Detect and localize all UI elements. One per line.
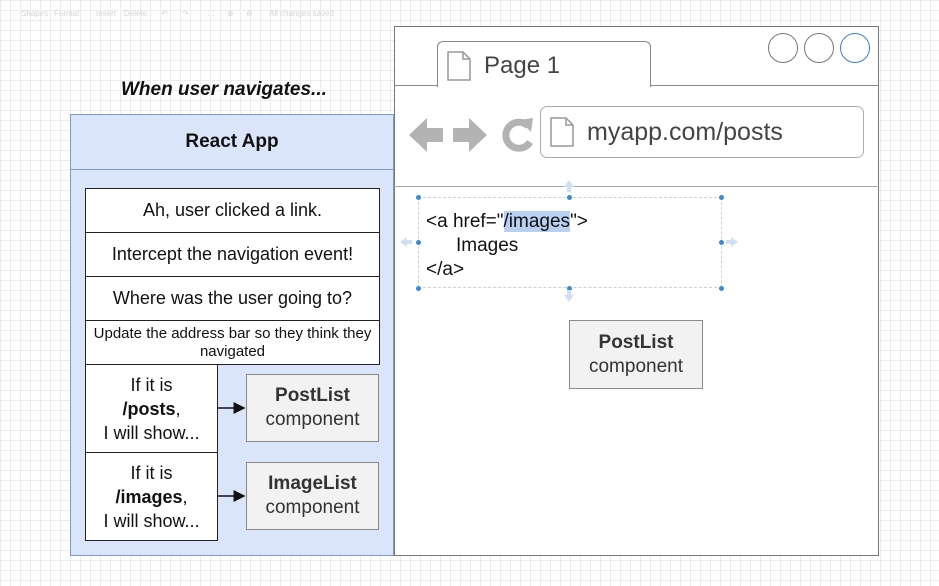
save-status: All changes saved — [269, 9, 334, 18]
toolbar-delete[interactable]: Delete — [124, 9, 148, 18]
route-path: /images — [115, 486, 183, 507]
resize-handle[interactable] — [567, 286, 572, 291]
fit-icon[interactable]: ⛶ — [208, 9, 214, 18]
window-circle[interactable] — [768, 33, 798, 63]
toolbar-shapes[interactable]: Shapes — [21, 9, 49, 18]
code-line-open: <a href="/images"> — [426, 210, 588, 234]
step-box: Ah, user clicked a link. — [85, 188, 380, 233]
code-text: "> — [570, 211, 588, 232]
forward-arrow-icon[interactable] — [453, 118, 487, 152]
route-condition-images: If it is /images, I will show... — [85, 452, 218, 541]
address-text: myapp.com/posts — [587, 118, 783, 146]
connection-arrows — [400, 180, 738, 302]
page-icon — [550, 117, 574, 147]
resize-handle[interactable] — [416, 240, 421, 245]
resize-handle[interactable] — [416, 286, 421, 291]
route-condition-line: I will show... — [103, 422, 200, 443]
address-bar[interactable]: myapp.com/posts — [540, 106, 864, 158]
component-title: PostList — [598, 331, 674, 353]
rendered-postlist-component: PostList component — [569, 320, 703, 389]
tab-title: Page 1 — [484, 52, 561, 79]
resize-handle[interactable] — [416, 195, 421, 200]
route-condition-line: If it is — [130, 374, 173, 395]
component-subtitle: component — [265, 409, 360, 430]
window-circle-active[interactable] — [840, 33, 870, 63]
code-text: <a href=" — [426, 211, 504, 232]
code-highlight: /images — [503, 211, 571, 232]
back-arrow-icon[interactable] — [409, 118, 443, 152]
step-box: Where was the user going to? — [85, 276, 380, 321]
redo-icon[interactable]: ↷ — [182, 9, 189, 18]
resize-handle[interactable] — [719, 286, 724, 291]
reload-icon[interactable] — [502, 118, 533, 152]
component-title: PostList — [275, 385, 350, 406]
component-subtitle: component — [265, 497, 360, 518]
connect-arrow-icon[interactable] — [400, 180, 738, 302]
route-path-suffix: , — [182, 486, 188, 507]
window-circle[interactable] — [804, 33, 834, 63]
route-condition-line: If it is — [130, 462, 173, 483]
undo-icon[interactable]: ↶ — [161, 9, 168, 18]
toolbar-divider — [394, 186, 879, 187]
diagram-heading: When user navigates... — [121, 79, 327, 100]
toolbar-format[interactable]: Format — [54, 9, 80, 18]
step-box: Update the address bar so they think the… — [85, 320, 380, 365]
code-line-body: Images — [456, 235, 519, 256]
code-line-close: </a> — [426, 259, 465, 280]
route-path: /posts — [122, 398, 176, 419]
step-box: Intercept the navigation event! — [85, 232, 380, 277]
resize-handle[interactable] — [719, 240, 724, 245]
zoom-in-icon[interactable]: ⊕ — [227, 9, 234, 18]
page-icon — [447, 51, 471, 81]
editor-toolbar: Shapes Format Insert Delete ↶ ↷ ⛶ ⊕ ⊖ Al… — [0, 0, 939, 26]
route-path-suffix: , — [175, 398, 181, 419]
component-subtitle: component — [588, 355, 683, 377]
component-title: ImageList — [268, 473, 357, 494]
browser-nav — [409, 118, 533, 152]
route-condition-posts: If it is /posts, I will show... — [85, 364, 218, 453]
react-app-title: React App — [70, 114, 394, 170]
resize-handle[interactable] — [719, 195, 724, 200]
toolbar-insert[interactable]: Insert — [96, 9, 117, 18]
postlist-component: PostList component — [246, 374, 379, 442]
route-condition-line: I will show... — [103, 510, 200, 531]
imagelist-component: ImageList component — [246, 462, 379, 530]
browser-tab[interactable]: Page 1 — [437, 41, 651, 87]
zoom-out-icon[interactable]: ⊖ — [246, 9, 253, 18]
resize-handle[interactable] — [567, 195, 572, 200]
